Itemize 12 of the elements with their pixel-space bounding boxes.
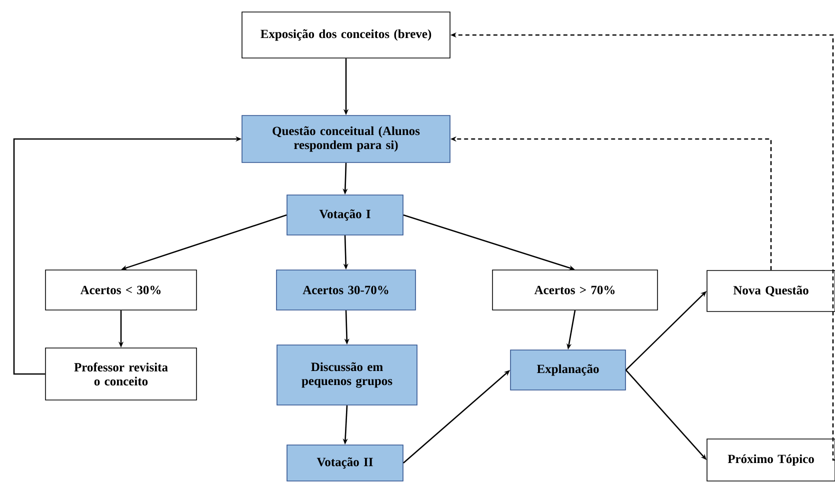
process-box: Exposição dos conceitos (breve) xyxy=(242,12,450,58)
process-box: Votação II xyxy=(286,444,404,482)
process-box: Acertos < 30% xyxy=(45,270,197,310)
process-box: Discussão em pequenos grupos xyxy=(276,344,418,406)
process-box: Professor revisita o conceito xyxy=(45,348,197,400)
process-box: Votação I xyxy=(286,194,404,236)
process-box: Acertos 30-70% xyxy=(276,270,416,310)
process-box: Questão conceitual (Alunos respondem para si) xyxy=(242,115,450,163)
process-box: Nova Questão xyxy=(706,270,835,312)
process-box: Próximo Tópico xyxy=(706,438,835,482)
process-box: Explanação xyxy=(510,350,626,390)
process-box: Acertos > 70% xyxy=(492,270,658,310)
